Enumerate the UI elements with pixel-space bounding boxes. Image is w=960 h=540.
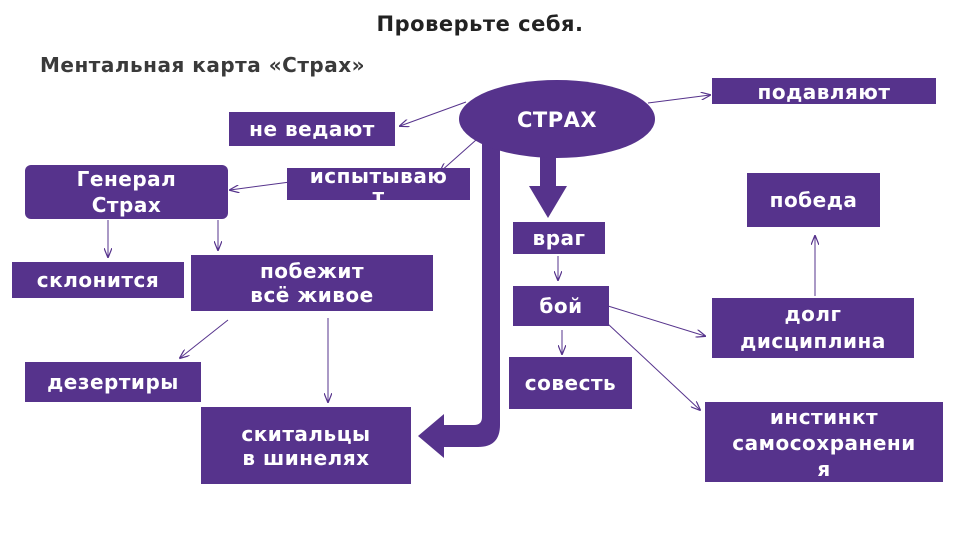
node-label: совесть — [524, 371, 617, 395]
arrow-boy-to-dolg — [607, 305, 705, 336]
node-label: победа — [769, 188, 858, 212]
node-label: побежит всё живое — [250, 259, 374, 307]
arrow-strah-to-podavlyayut — [647, 95, 710, 104]
node-label: испытываю т — [309, 168, 448, 200]
page-subtitle: Ментальная карта «Страх» — [40, 53, 366, 77]
node-dolg-distsiplina: долг дисциплина — [712, 298, 914, 358]
node-vrag: враг — [513, 222, 605, 254]
node-ne-vedayut: не ведают — [229, 112, 395, 146]
arrow-pobezhit-to-dezertiry — [180, 319, 229, 358]
arrow-ispytyvayut-to-general — [230, 181, 291, 190]
node-skitaltsy: скитальцы в шинелях — [201, 407, 411, 484]
node-label: долг дисциплина — [740, 302, 886, 353]
node-pobezhit: побежит всё живое — [191, 255, 433, 311]
node-label: скитальцы в шинелях — [241, 421, 371, 470]
node-label: Генерал Страх — [76, 167, 177, 217]
center-node-label: СТРАХ — [516, 108, 598, 132]
node-pobeda: победа — [747, 173, 880, 227]
node-label: дезертиры — [47, 370, 179, 394]
node-sklonitsya: склонится — [12, 262, 184, 298]
page-title: Проверьте себя. — [376, 12, 584, 36]
node-general-strah: Генерал Страх — [25, 165, 228, 219]
node-label: не ведают — [249, 117, 375, 141]
arrow-strah-to-ispytyvayut — [440, 139, 477, 172]
node-label: бой — [539, 294, 583, 318]
block-arrow-curved-to-skitaltsy — [418, 142, 500, 458]
center-node-strah: СТРАХ — [459, 80, 655, 158]
node-label: инстинкт самосохранени я — [732, 405, 916, 481]
arrow-boy-to-instinkt — [607, 323, 700, 410]
node-boy: бой — [513, 286, 609, 326]
node-label: склонится — [36, 268, 160, 292]
node-podavlyayut: подавляют — [712, 78, 936, 104]
node-dezertiry: дезертиры — [25, 362, 201, 402]
node-instinkt: инстинкт самосохранени я — [705, 402, 943, 482]
arrow-strah-to-ne-vedayut — [400, 101, 467, 126]
node-label: враг — [532, 226, 586, 250]
node-sovest: совесть — [509, 357, 632, 409]
node-ispytyvayut: испытываю т — [287, 168, 470, 200]
block-arrow-down-to-vrag — [529, 155, 567, 218]
node-label: подавляют — [757, 80, 891, 104]
